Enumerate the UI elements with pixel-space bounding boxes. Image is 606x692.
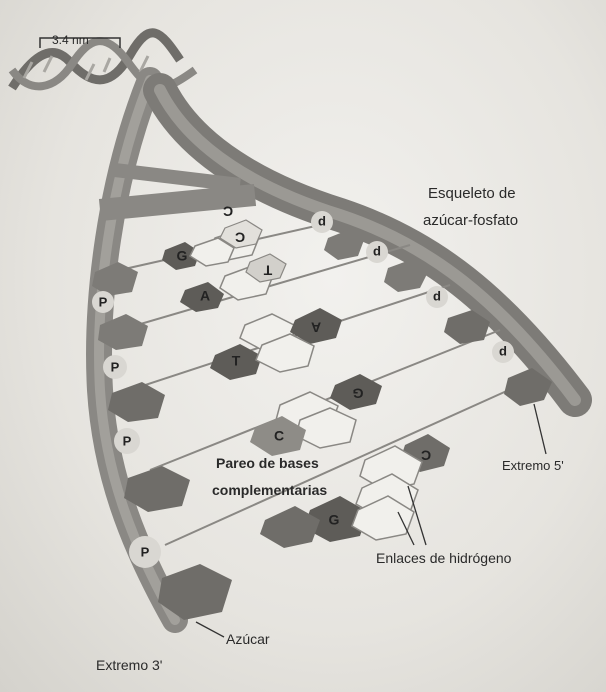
base-c-3: C [421, 447, 431, 463]
sugar-hexagon [158, 564, 232, 620]
base-t-2: T [232, 353, 241, 369]
sugar-leader [195, 621, 225, 638]
pairing-label-line1: Pareo de bases [216, 455, 319, 471]
base-g-3: G [329, 512, 340, 528]
sugar-hexagon [444, 310, 490, 344]
base-a-1: A [200, 288, 210, 304]
sugar-hexagon [324, 230, 364, 260]
sugar-label: Azúcar [226, 631, 270, 647]
end3-label: Extremo 3' [96, 657, 162, 673]
base-c-4: C [223, 203, 233, 219]
right-phosphates [311, 211, 514, 363]
pairing-label-line2: complementarias [212, 482, 327, 498]
sugar-hexagon [124, 466, 190, 512]
hbond-leader-1 [397, 511, 415, 546]
phosphate-left-1: P [99, 294, 108, 309]
base-c-1: C [235, 229, 245, 245]
leader-lines [195, 403, 547, 638]
phosphate-right-1: d [318, 213, 326, 228]
scale-bracket [39, 37, 121, 48]
scale-label: 3.4 nm [52, 33, 89, 47]
phosphate-right-2: d [373, 243, 381, 258]
base-g-1: G [177, 248, 188, 264]
phosphate-left-3: P [123, 433, 132, 448]
backbone-label-line1: Esqueleto de [428, 185, 516, 202]
right-sugars [324, 230, 552, 406]
phosphate-right-4: d [499, 343, 507, 358]
base-a-2: A [311, 319, 321, 335]
right-backbone [98, 73, 592, 417]
sugar-hexagon [504, 368, 552, 406]
hbonds-label: Enlaces de hidrógeno [376, 550, 512, 566]
phosphate-left-4: P [141, 544, 150, 559]
left-phosphates [92, 291, 161, 568]
sugar-hexagon [92, 262, 138, 296]
bases [162, 219, 450, 548]
hbond-leader-2 [407, 485, 427, 546]
sugar-hexagon [108, 382, 165, 422]
base-t-1: T [263, 262, 272, 278]
backbone-label-line2: azúcar-fosfato [423, 212, 518, 229]
phosphate-right-3: d [433, 288, 441, 303]
base-g-2: G [352, 385, 363, 401]
sugar-hexagon [98, 314, 148, 350]
sugar-hexagon [384, 260, 428, 292]
end5-label: Extremo 5' [502, 458, 564, 473]
left-sugars [92, 262, 232, 620]
end5-leader [533, 403, 547, 455]
base-c-2: C [274, 428, 284, 444]
phosphate-left-2: P [111, 359, 120, 374]
